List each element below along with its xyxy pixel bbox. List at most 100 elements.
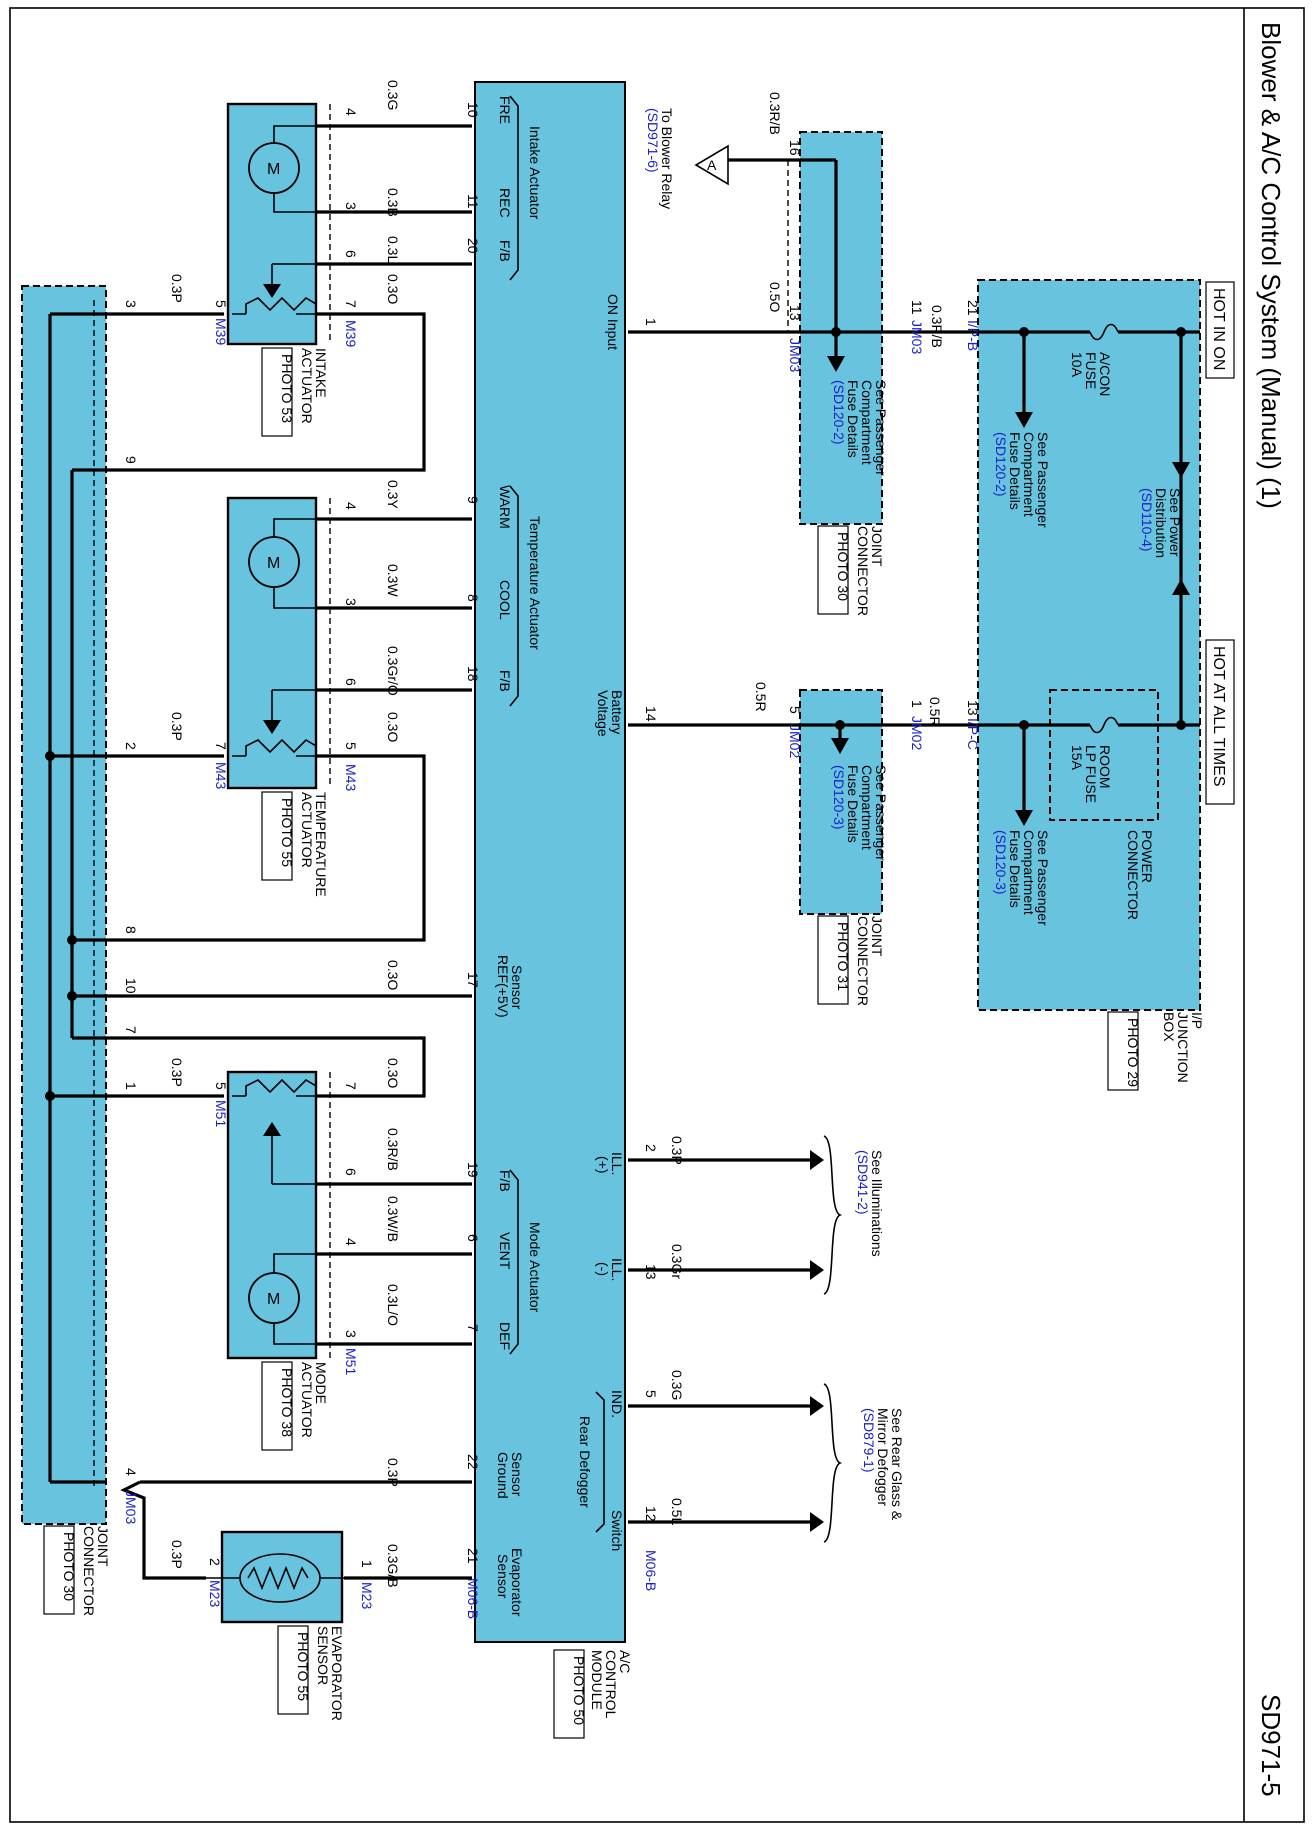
- temperature-photo: PHOTO 55: [279, 798, 295, 867]
- junction-box-body: [977, 279, 1201, 1011]
- module-on-input: ON Input: [605, 294, 621, 350]
- wire-label-016: 0.3R/B: [767, 92, 783, 135]
- see-pcf1-line-1: See Passenger: [1035, 432, 1051, 528]
- jm02-pin-5: 5: [787, 706, 803, 714]
- mode-conn-right: M51: [343, 1348, 359, 1375]
- sheet-frame: [9, 7, 1305, 1823]
- jm03-top-name-right: JM03: [909, 320, 925, 354]
- jm02-see-ref: (SD120-3): [831, 765, 847, 830]
- mode-conn-left: M51: [213, 1100, 229, 1127]
- temperature-pin-7: 7: [213, 742, 229, 750]
- intake-label-1: INTAKE: [313, 348, 329, 398]
- junction-box-label-1: I/P: [1189, 1012, 1205, 1029]
- intake-conn-right: M39: [343, 320, 359, 347]
- module-photo: PHOTO 50: [571, 1656, 587, 1725]
- evap-photo: PHOTO 55: [295, 1632, 311, 1701]
- acon-fuse-line-3: 10A: [1069, 352, 1085, 378]
- jm02-label-1: JOINT: [869, 916, 885, 957]
- junction-box-label-2: JUNCTION: [1175, 1012, 1191, 1083]
- wire-label-intake7: 0.3O: [385, 274, 401, 304]
- blower-relay-reference: A To Blower Relay (SD971-6): [645, 108, 729, 209]
- ip-junction-box: HOT IN ON HOT AT ALL TIMES A/CON FUSE 10…: [965, 279, 1235, 1091]
- mode-label-2: ACTUATOR: [299, 1362, 315, 1438]
- connector-a-triangle: [694, 144, 729, 186]
- module-ill-minus-2: (-): [595, 1262, 611, 1276]
- module-battery-2: Voltage: [595, 690, 611, 737]
- module-cool: COOL: [497, 580, 513, 620]
- jm03b-label-1: JOINT: [95, 1526, 111, 1567]
- module-label-3: MODULE: [589, 1650, 605, 1710]
- wire-label-021: 0.3R/B: [929, 305, 945, 348]
- jm02-name-left: JM02: [787, 724, 803, 758]
- module-sensor-ground-2: Ground: [495, 1452, 511, 1499]
- wire-label-ill-p: 0.3P: [669, 1136, 685, 1165]
- temperature-conn-left: M43: [213, 762, 229, 789]
- temperature-pin-5: 5: [343, 742, 359, 750]
- jm03b-pin-3: 3: [123, 300, 139, 308]
- mode-pin-5: 5: [213, 1082, 229, 1090]
- module-ind: IND.: [609, 1390, 625, 1418]
- wire-label-vent: 0.3W/B: [385, 1196, 401, 1242]
- module-m06b-left: M06-B: [465, 1578, 481, 1619]
- see-pcf2-line-3: Fuse Details: [1007, 830, 1023, 908]
- wire-label-rec: 0.3B: [385, 188, 401, 217]
- wire-label-evap: 0.3G/B: [385, 1544, 401, 1588]
- module-ill-plus-1: ILL.: [609, 1152, 625, 1175]
- module-rec: REC: [497, 188, 513, 218]
- bus-arrow-down: [1172, 462, 1190, 478]
- sheet-title: Blower & A/C Control System (Manual) (1): [1256, 22, 1286, 509]
- module-rear-defogger: Rear Defogger: [577, 1416, 593, 1508]
- jm03b-label-2: CONNECTOR: [81, 1526, 97, 1616]
- temperature-label-2: ACTUATOR: [299, 792, 315, 868]
- hot-at-all-times-label: HOT AT ALL TIMES: [1210, 646, 1227, 787]
- jm03-top-photo: PHOTO 30: [835, 532, 851, 601]
- wire-label-p43: 0.3P: [169, 712, 185, 741]
- module-pin-1: 1: [643, 318, 659, 326]
- intake-pin-3: 3: [343, 202, 359, 210]
- ipc-name: I/P-C: [965, 718, 981, 750]
- temperature-pin-3: 3: [343, 598, 359, 606]
- jm03-top-label-2: CONNECTOR: [855, 526, 871, 616]
- module-def: DEF: [497, 1322, 513, 1350]
- jm03-see-line-1: See Passenger: [873, 380, 889, 476]
- temperature-label-1: TEMPERATURE: [313, 792, 329, 897]
- wire-label-mode7: 0.3O: [385, 1058, 401, 1088]
- power-connector-box: [1049, 689, 1159, 821]
- module-switch: Switch: [609, 1510, 625, 1551]
- ac-control-module: 1 14 2 13 5 12 M06-B ON Input Battery Vo…: [465, 81, 659, 1739]
- jm03-see-line-2: Compartment: [859, 380, 875, 465]
- jm03-top-pin-11: 11: [909, 300, 925, 315]
- module-pin-6: 6: [465, 1234, 481, 1242]
- actuator-signal-wiring: 0.3G 0.3B 0.3L 0.3O 0.3Y 0.3W 0.3Gr/O 0.…: [106, 80, 472, 1588]
- wire-intake-pin7: [106, 312, 426, 472]
- see-pcf1-ref: (SD120-2): [993, 432, 1009, 497]
- mode-pin-7: 7: [343, 1082, 359, 1090]
- see-power-line-2: Distribution: [1153, 488, 1169, 558]
- temperature-conn-right: M43: [343, 764, 359, 791]
- jm03b-name: JM03: [123, 1490, 139, 1524]
- jm03b-pin-2: 2: [123, 742, 139, 750]
- sheet-page-code: SD971-5: [1256, 1694, 1286, 1797]
- module-pin-5: 5: [643, 1390, 659, 1398]
- module-label-2: CONTROL: [603, 1650, 619, 1719]
- jm02-label-2: CONNECTOR: [855, 916, 871, 1006]
- room-fuse-line-2: LP FUSE: [1083, 745, 1099, 803]
- wire-label-bat2: 0.5R: [753, 682, 769, 712]
- module-pin-18: 18: [465, 666, 481, 682]
- acon-fuse-line-1: A/CON: [1097, 352, 1113, 396]
- module-pin-11: 11: [465, 194, 481, 209]
- jm03-see-ref: (SD120-2): [831, 380, 847, 445]
- intake-pin-5: 5: [213, 300, 229, 308]
- wire-label-temp5: 0.3O: [385, 712, 401, 742]
- jm03b-pin-8: 8: [123, 926, 139, 934]
- ipc-pin: 13: [965, 700, 981, 716]
- module-pin-8: 8: [465, 594, 481, 602]
- module-pin-19: 19: [465, 1162, 481, 1178]
- module-sensor-ref-2: REF(+5V): [495, 955, 511, 1018]
- mode-pin-3: 3: [343, 1330, 359, 1338]
- module-pin-13: 13: [643, 1264, 659, 1280]
- room-fuse-line-3: 15A: [1069, 745, 1085, 771]
- jm02-joint-connector: 0.5R 1 JM02 5 JM02 0.5R See Passenger Co…: [628, 682, 976, 1006]
- module-battery-1: Battery: [609, 690, 625, 734]
- wire-label-tfb: 0.3Gr/O: [385, 646, 401, 696]
